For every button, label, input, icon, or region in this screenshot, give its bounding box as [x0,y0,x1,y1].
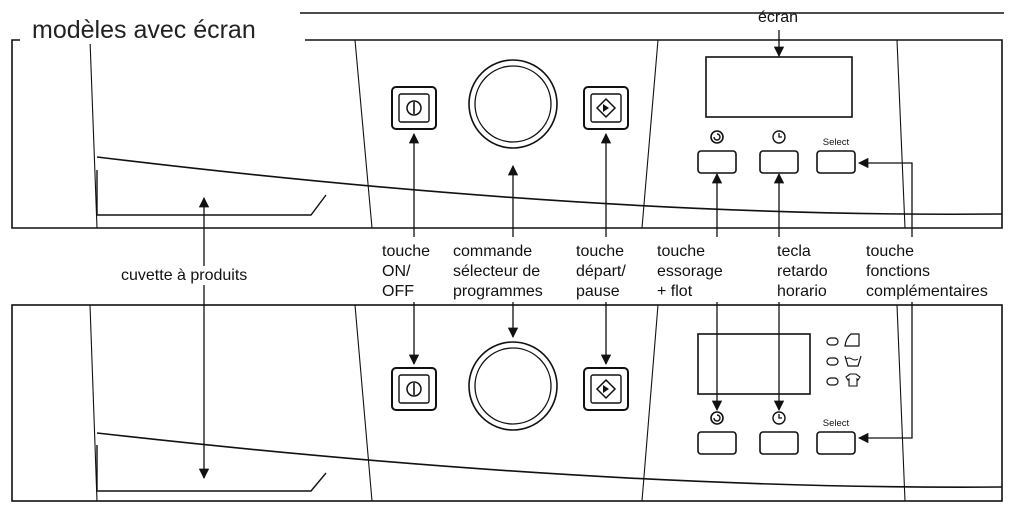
top-panel [11,39,1003,229]
label-line: tecla [777,243,811,260]
shirt-icon [845,373,861,387]
spin-rinse-button[interactable] [697,150,737,174]
select-button[interactable] [816,150,856,174]
label-line: complémentaires [866,283,988,300]
spin-rinse-button[interactable] [697,431,737,455]
delay-button[interactable] [759,431,799,455]
display-screen [697,333,811,395]
power-icon [406,381,422,397]
label-line: retardo [777,263,828,280]
start-pause-icon [595,97,617,119]
label-line: départ/ [576,263,626,280]
wash-tub-icon [844,355,862,367]
power-icon [406,100,422,116]
clock-icon [772,130,786,144]
label-line: sélecteur de [453,263,541,280]
label-line: fonctions [866,263,931,280]
clock-icon [772,411,786,425]
select-button[interactable] [816,431,856,455]
program-selector-knob[interactable] [468,59,558,149]
label-line: ON/ [382,263,411,280]
select-button-label: Select [823,137,850,148]
label-line: touche [866,243,915,260]
leader-arrows [198,30,913,480]
label-line: OFF [382,283,414,300]
program-selector-knob[interactable] [468,341,558,431]
label-screen: écran [758,9,799,26]
label-line: commande [453,243,533,260]
label-dispenser: cuvette à produits [121,267,248,284]
section-title: modèles avec écran [26,16,262,44]
label-line: + flot [657,283,693,300]
display-screen [705,56,853,118]
bottom-panel [11,304,1003,502]
spiral-spin-icon [710,411,724,425]
indicator-leds [826,337,839,386]
start-pause-icon [595,378,617,400]
iron-icon [844,333,860,347]
select-button-label: Select [823,418,850,429]
label-line: essorage [657,263,723,280]
label-line: programmes [453,283,543,300]
label-line: pause [576,283,620,300]
spiral-spin-icon [710,130,724,144]
label-line: touche [382,243,431,260]
label-line: horario [777,283,827,300]
delay-button[interactable] [759,150,799,174]
label-line: touche [576,243,625,260]
label-line: touche [657,243,706,260]
